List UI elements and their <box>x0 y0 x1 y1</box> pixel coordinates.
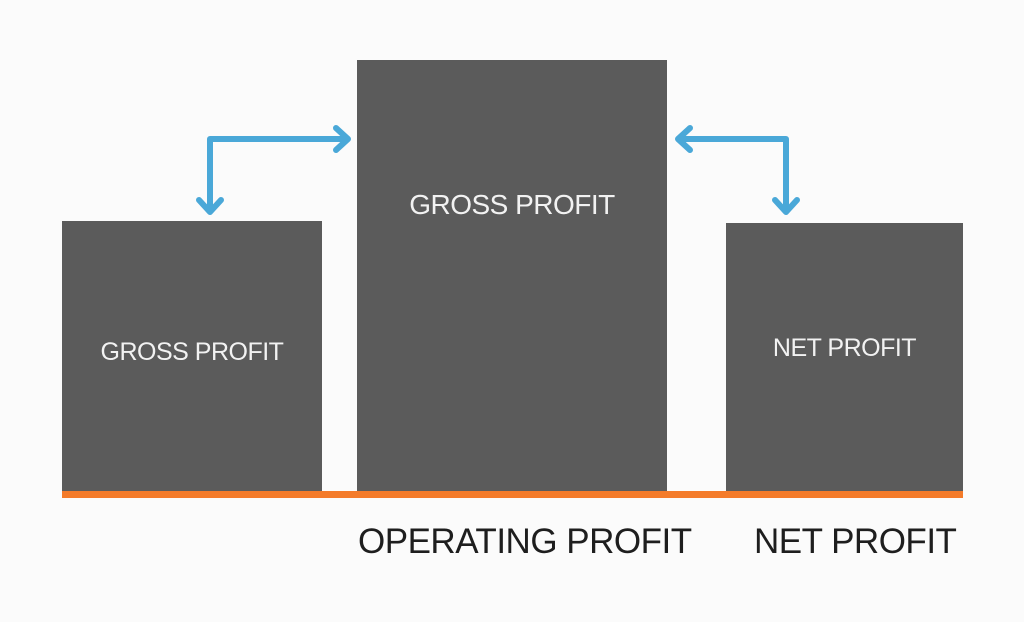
arrow-head-down-icon <box>196 197 224 215</box>
right-connector-arrow-icon <box>677 136 789 213</box>
baseline <box>62 491 963 498</box>
operating-profit-label: OPERATING PROFIT <box>358 522 692 561</box>
box-label: GROSS PROFIT <box>100 337 284 366</box>
box-label: GROSS PROFIT <box>409 188 615 220</box>
arrow-head-right-icon <box>333 125 351 153</box>
left-connector-arrow-icon <box>207 136 349 213</box>
net-profit-box: NET PROFIT <box>726 223 963 491</box>
box-label: NET PROFIT <box>772 333 917 362</box>
gross-profit-box-left: GROSS PROFIT <box>62 221 322 491</box>
arrow-head-down-icon <box>772 197 800 215</box>
arrow-head-left-icon <box>675 125 693 153</box>
net-profit-label: NET PROFIT <box>754 522 957 561</box>
gross-profit-box-center: GROSS PROFIT <box>357 60 667 491</box>
